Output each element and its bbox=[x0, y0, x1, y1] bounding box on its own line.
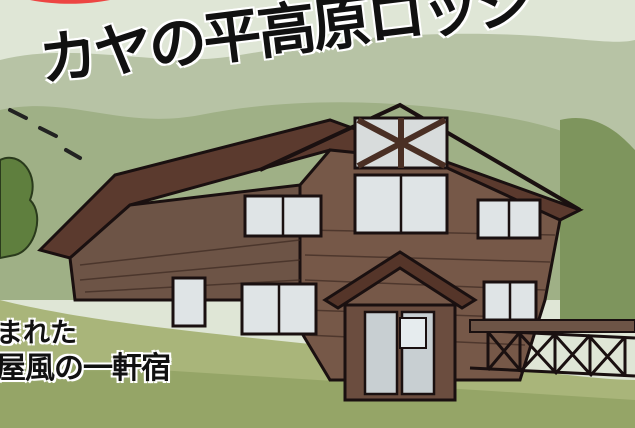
caption-line-1: まれた bbox=[0, 318, 77, 349]
caption: まれた 屋風の一軒宿 bbox=[0, 318, 236, 388]
caption-line-2: 屋風の一軒宿 bbox=[0, 351, 171, 386]
